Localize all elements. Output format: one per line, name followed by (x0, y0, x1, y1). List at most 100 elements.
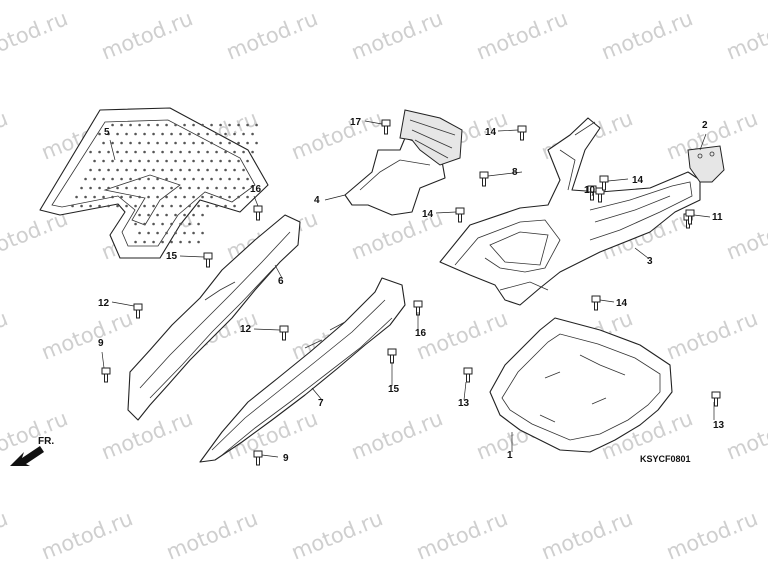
mat-dot (165, 159, 168, 163)
mat-dot (210, 159, 213, 163)
callout-9a: 9 (98, 338, 104, 349)
mat-dot (125, 168, 128, 172)
mat-dot (143, 150, 146, 154)
mat-dot (228, 141, 231, 145)
mat-dot (188, 132, 191, 136)
mat-dot (242, 186, 245, 190)
mat-dot (125, 186, 128, 190)
mat-dot (192, 141, 195, 145)
watermark-text: motod.ru (38, 306, 136, 364)
mat-dot (111, 195, 114, 199)
callout-14b: 14 (632, 175, 644, 186)
mat-dot (192, 195, 195, 199)
mat-dot (183, 159, 186, 163)
callout-12a: 12 (98, 298, 110, 309)
mat-dot (215, 204, 218, 208)
mat-dot (192, 159, 195, 163)
mat-dot (188, 150, 191, 154)
mat-dot (179, 240, 182, 244)
mat-dot (147, 123, 150, 127)
mat-dot (246, 195, 249, 199)
mat-dot (107, 168, 110, 172)
part-5-floor-mat (39, 107, 269, 259)
mat-dot (98, 132, 101, 136)
mat-dot (251, 150, 254, 154)
mat-dot (179, 150, 182, 154)
mat-dot (116, 150, 119, 154)
mat-dot (251, 132, 254, 136)
mat-dot (147, 141, 150, 145)
leader-line (435, 211, 457, 214)
mat-dot (237, 177, 240, 181)
leader-line (693, 214, 711, 218)
mat-dot (161, 168, 164, 172)
callout-14d: 14 (616, 298, 628, 309)
leader-line (497, 129, 519, 132)
leader-line (109, 139, 116, 161)
mat-dot (111, 159, 114, 163)
mat-dot (89, 168, 92, 172)
mat-dot (134, 204, 137, 208)
mat-dot (228, 177, 231, 181)
mat-dot (215, 168, 218, 172)
fasteners (101, 119, 721, 466)
watermark-text: motod.ru (663, 506, 761, 564)
mat-dot (224, 186, 227, 190)
mat-dot (183, 213, 186, 217)
mat-dot (134, 222, 137, 226)
callout-1: 1 (507, 450, 513, 461)
mat-dot (138, 159, 141, 163)
mat-dot (197, 240, 200, 244)
part-2-plate (687, 145, 725, 183)
mat-dot (138, 177, 141, 181)
mat-dot (152, 222, 155, 226)
callout-16b: 16 (415, 328, 427, 339)
callout-13a: 13 (458, 398, 470, 409)
bolt-icon (455, 207, 465, 223)
callout-labels: 5 2 4 17 14 8 10 14 14 11 3 14 16 15 6 1… (98, 117, 725, 464)
leader-line (111, 301, 135, 307)
mat-dot (206, 168, 209, 172)
mat-dot (197, 150, 200, 154)
bolt-icon (387, 348, 397, 364)
diagram-code: KSYCF0801 (640, 454, 691, 464)
leader-line (699, 133, 707, 151)
callout-9b: 9 (283, 453, 289, 464)
mat-dot (111, 141, 114, 145)
mat-dot (228, 195, 231, 199)
mat-dot (170, 204, 173, 208)
mat-dot (147, 231, 150, 235)
mat-dot (102, 159, 105, 163)
mat-dot (201, 177, 204, 181)
mat-dot (188, 240, 191, 244)
mat-dot (174, 231, 177, 235)
watermark-text: motod.ru (663, 306, 761, 364)
mat-dot (98, 150, 101, 154)
leader-line (487, 171, 523, 177)
mat-dot (165, 177, 168, 181)
leader-line (101, 351, 105, 369)
mat-dot (206, 150, 209, 154)
mat-dot (107, 186, 110, 190)
watermark-text: motod.ru (0, 506, 11, 564)
mat-dot (206, 204, 209, 208)
mat-dot (201, 159, 204, 163)
watermark-text: motod.ru (0, 106, 11, 164)
mat-dot (134, 150, 137, 154)
mat-dot (116, 186, 119, 190)
mat-dot (89, 204, 92, 208)
mat-dot (219, 177, 222, 181)
callout-6: 6 (278, 276, 284, 287)
leader-line (311, 387, 323, 401)
mat-dot (147, 213, 150, 217)
watermark-text: motod.ru (163, 506, 261, 564)
mat-dot (170, 150, 173, 154)
mat-dot (197, 186, 200, 190)
mat-dot (111, 123, 114, 127)
bolt-icon (253, 205, 263, 221)
mat-texture (71, 123, 258, 244)
watermark-text: motod.ru (0, 306, 11, 364)
bolt-icon (711, 391, 721, 407)
mat-dot (152, 204, 155, 208)
